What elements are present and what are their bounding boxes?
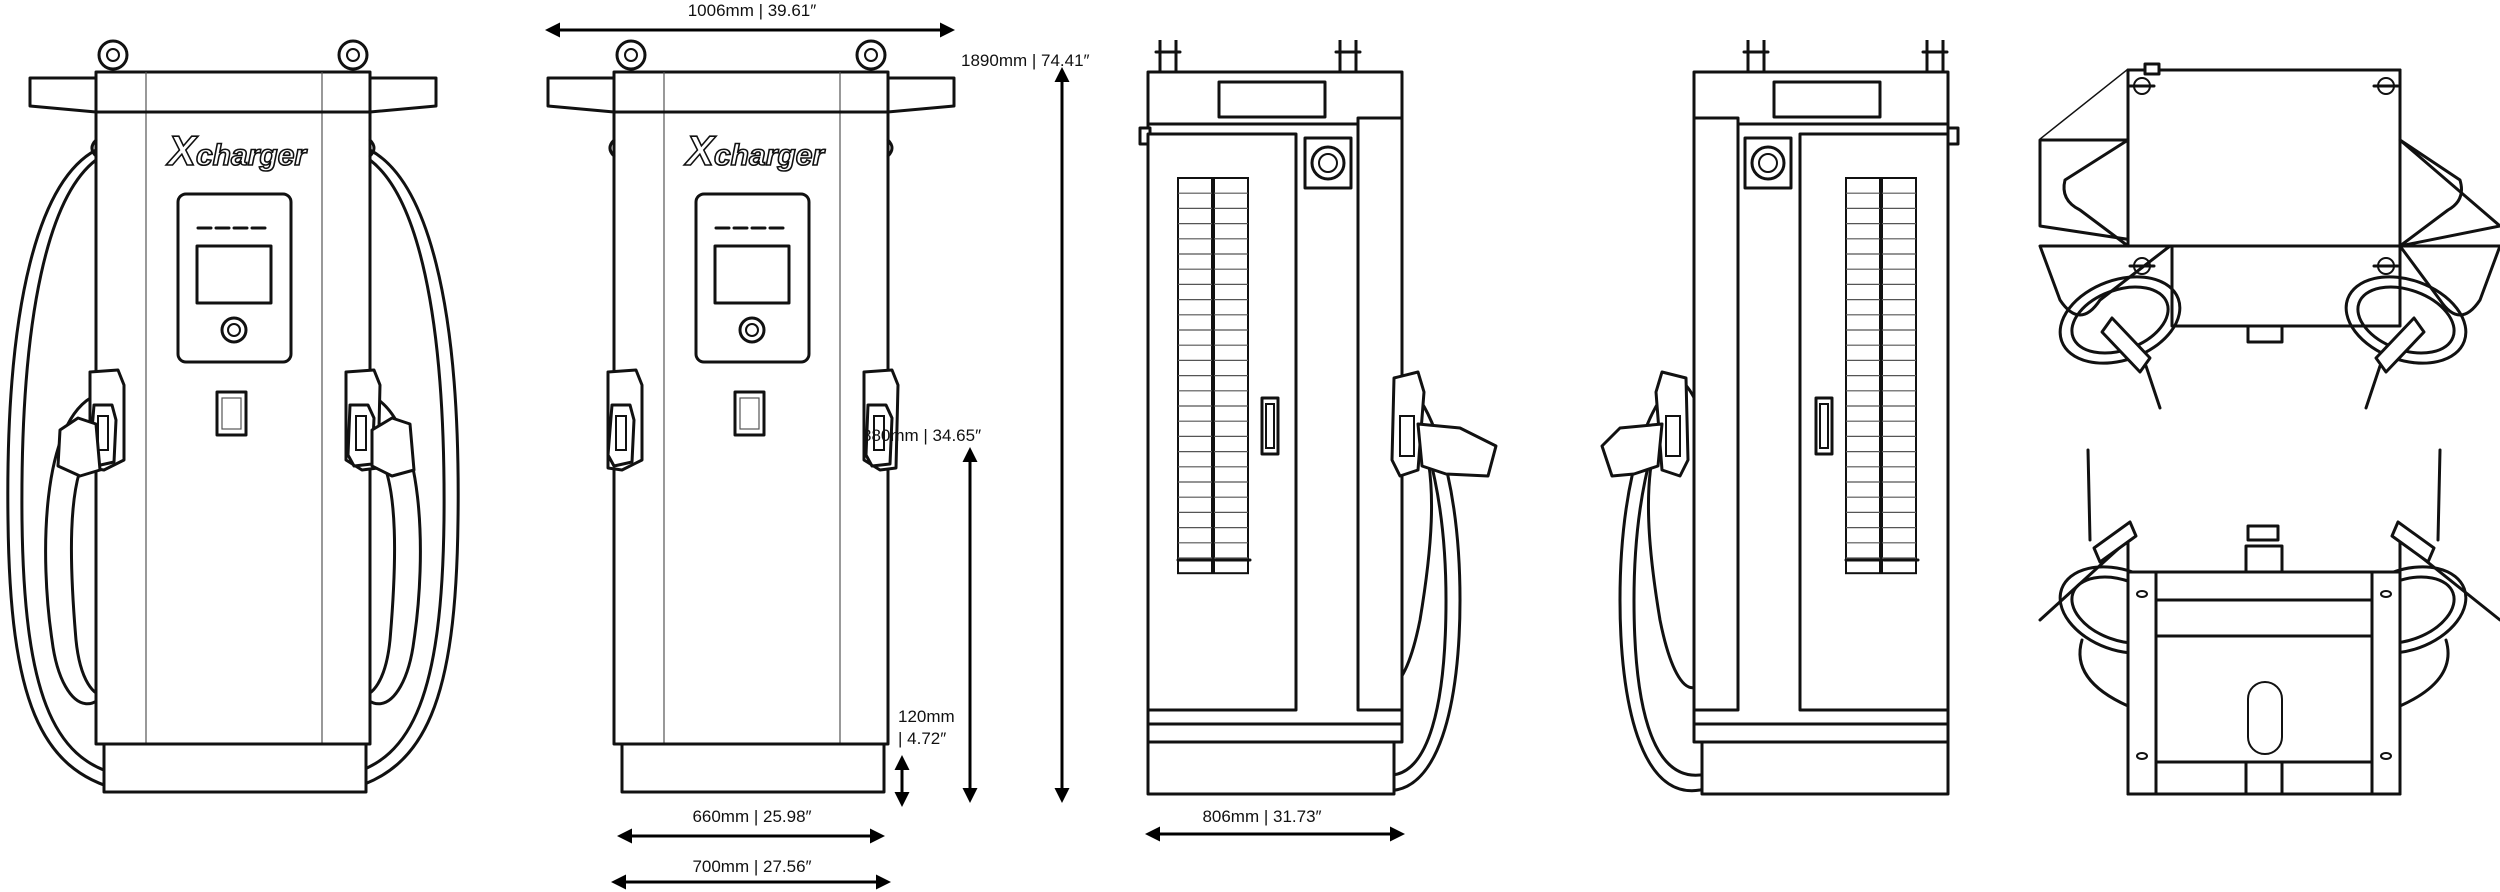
dim-body-width: 700mm | 27.56″ [692,857,811,876]
brand-logo-x: X [166,127,199,174]
dim-top-width: 1006mm | 39.61″ [688,1,817,20]
left-side-louvers [1177,177,1249,575]
brand-logo-text-2: charger [714,139,826,172]
dim-base-height-in: | 4.72″ [898,729,946,748]
right-side-louvers [1845,177,1917,575]
brand-logo-text: charger [196,139,308,172]
front-view-dimensioned: X charger [546,39,956,794]
front-view-with-cables: X charger [6,39,460,794]
dim-handle-height: 880mm | 34.65″ [862,426,981,445]
left-side-view [1138,38,1498,796]
bottom-view [2038,448,2500,796]
brand-logo-x-2: X [684,127,717,174]
dimension-annotations: 1006mm | 39.61″ 1890mm | 74.41″ 880mm | … [545,1,1405,890]
dim-total-height: 1890mm | 74.41″ [961,51,1090,70]
dim-base-width: 660mm | 25.98″ [692,807,811,826]
top-view [2038,62,2500,410]
dim-side-depth: 806mm | 31.73″ [1202,807,1321,826]
right-side-view [1600,38,1960,796]
dim-base-height-mm: 120mm [898,707,955,726]
